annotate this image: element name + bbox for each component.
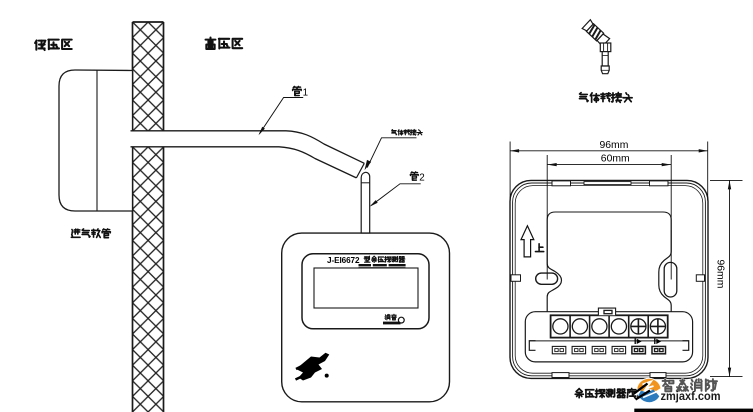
svg-text:J-EI6672: J-EI6672 (327, 256, 360, 265)
svg-text:96mm: 96mm (600, 140, 629, 151)
svg-text:2: 2 (419, 173, 424, 184)
svg-text:60mm: 60mm (601, 153, 630, 164)
svg-text:96mm: 96mm (715, 260, 726, 289)
svg-text:zmjaxf.com: zmjaxf.com (661, 391, 721, 403)
svg-text:1: 1 (303, 87, 308, 98)
